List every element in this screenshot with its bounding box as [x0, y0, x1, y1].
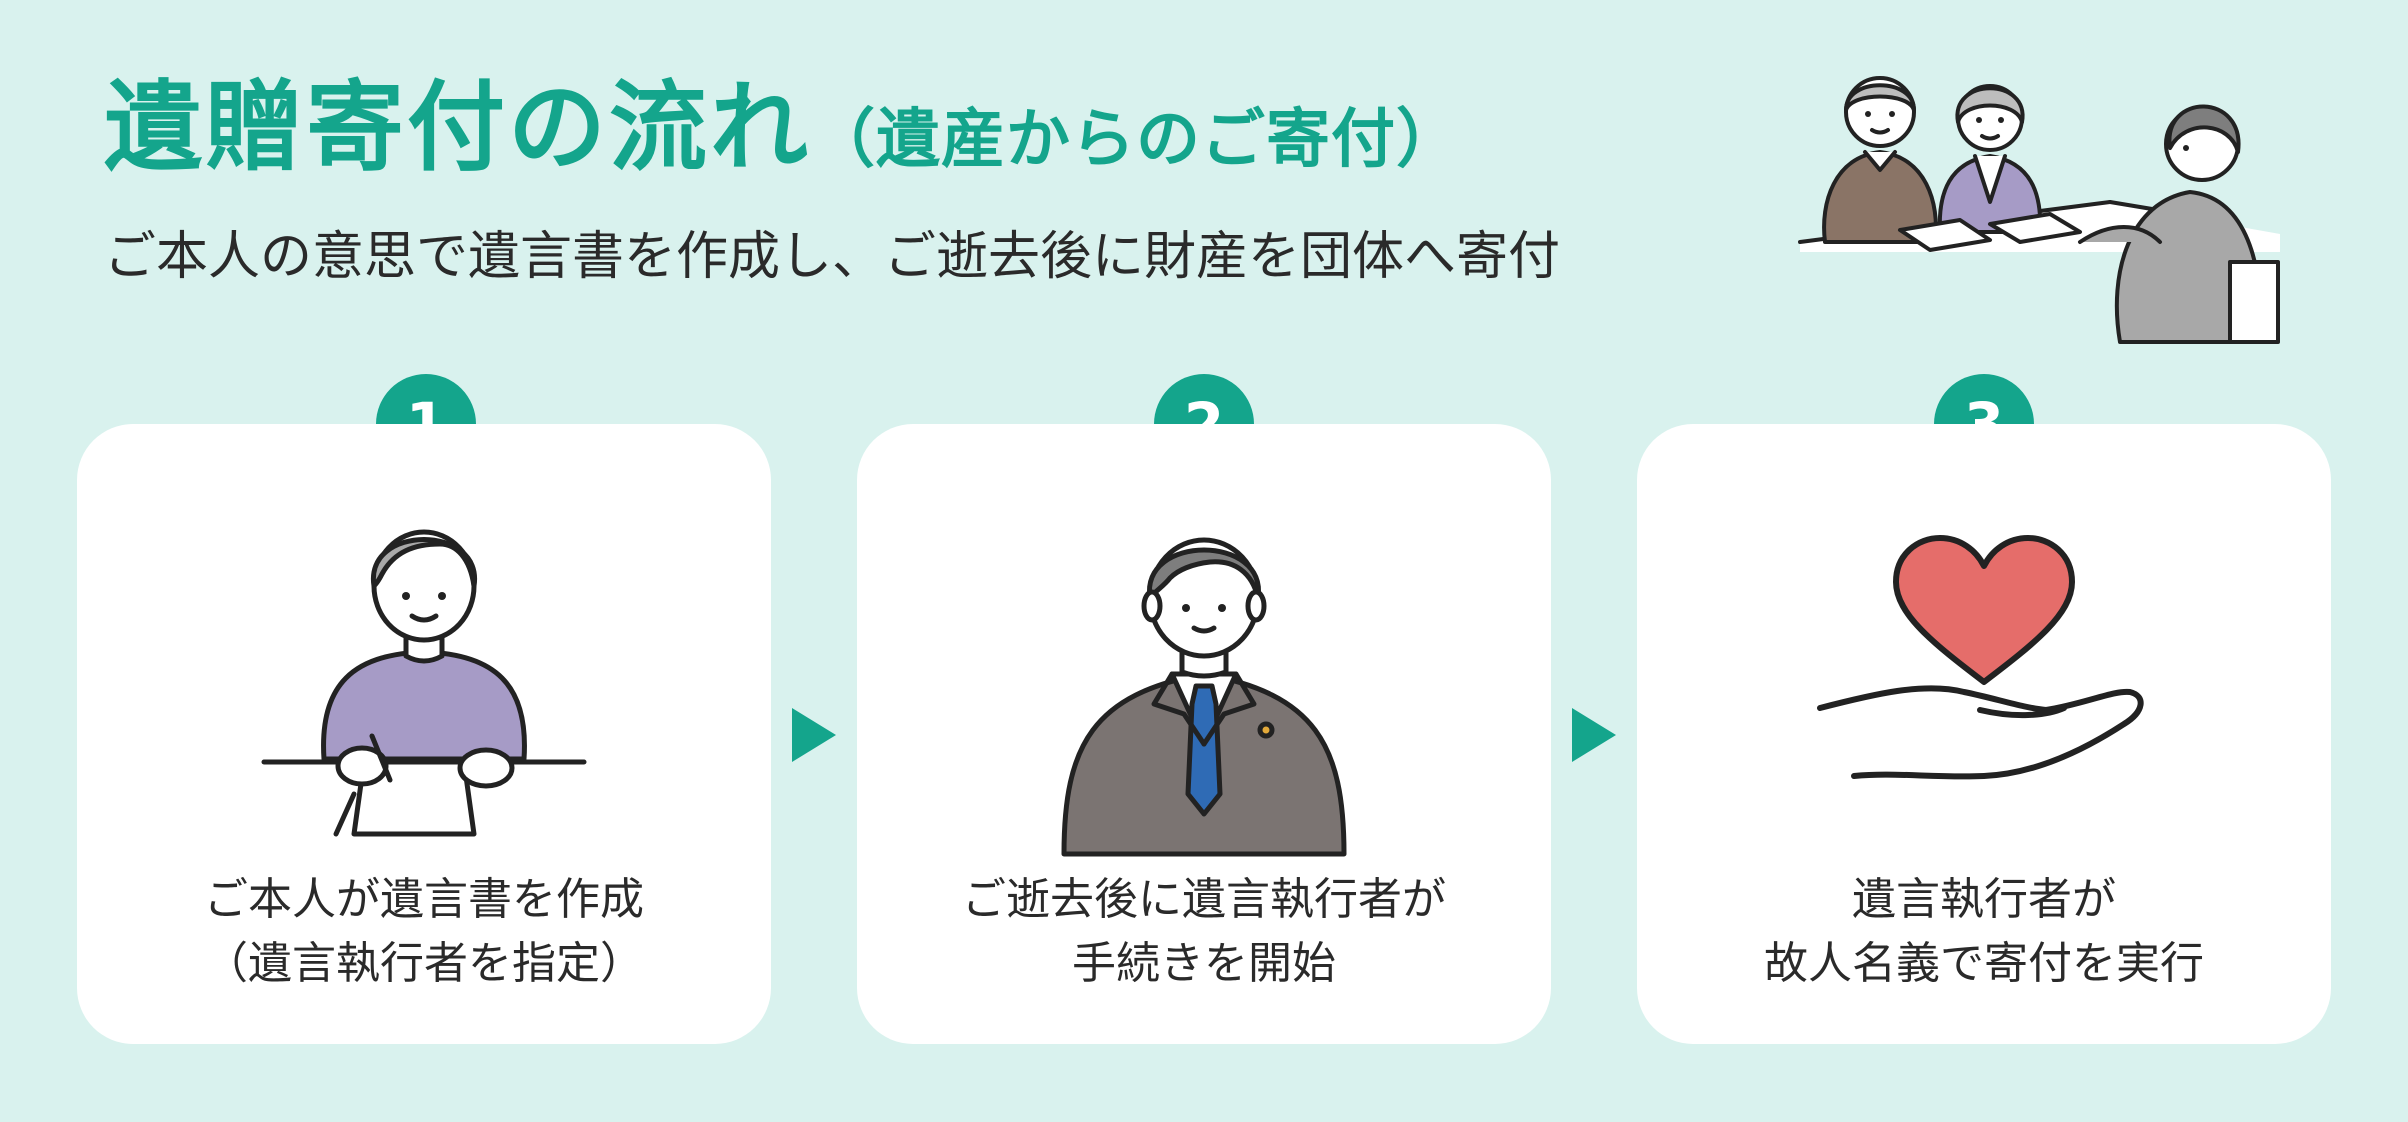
page-title: 遺贈寄付の流れ（遺産からのご寄付） [104, 70, 1461, 188]
step-1-description: ご本人が遺言書を作成 （遺言執行者を指定） [77, 868, 771, 996]
page-subtitle: ご本人の意思で遺言書を作成し、ご逝去後に財産を団体へ寄付 [104, 227, 1561, 287]
step-3-card: 遺言執行者が 故人名義で寄付を実行 [1637, 424, 2331, 1044]
step-1-line-1: ご本人が遺言書を作成 [204, 874, 644, 925]
title-main-text: 遺贈寄付の流れ [104, 71, 812, 185]
step-2-line-1: ご逝去後に遺言執行者が [962, 874, 1446, 925]
heart-in-hand-icon [1817, 535, 2144, 780]
step-1-card: ご本人が遺言書を作成 （遺言執行者を指定） [77, 424, 771, 1044]
lawyer-in-suit-icon [1061, 537, 1347, 857]
title-sub-text: （遺産からのご寄付） [811, 103, 1462, 177]
person-writing-will-icon [261, 529, 587, 837]
step-2-line-2: 手続きを開始 [1072, 938, 1336, 989]
step-arrow-2-icon [1572, 708, 1616, 762]
step-3-line-1: 遺言執行者が [1852, 874, 2116, 925]
step-arrow-1-icon [792, 708, 836, 762]
step-3-description: 遺言執行者が 故人名義で寄付を実行 [1637, 868, 2331, 996]
step-3-line-2: 故人名義で寄付を実行 [1764, 938, 2204, 989]
step-2-description: ご逝去後に遺言執行者が 手続きを開始 [857, 868, 1551, 996]
step-2-card: ご逝去後に遺言執行者が 手続きを開始 [857, 424, 1551, 1044]
consultation-meeting-icon [1798, 76, 2280, 344]
step-1-line-2: （遺言執行者を指定） [204, 938, 644, 989]
